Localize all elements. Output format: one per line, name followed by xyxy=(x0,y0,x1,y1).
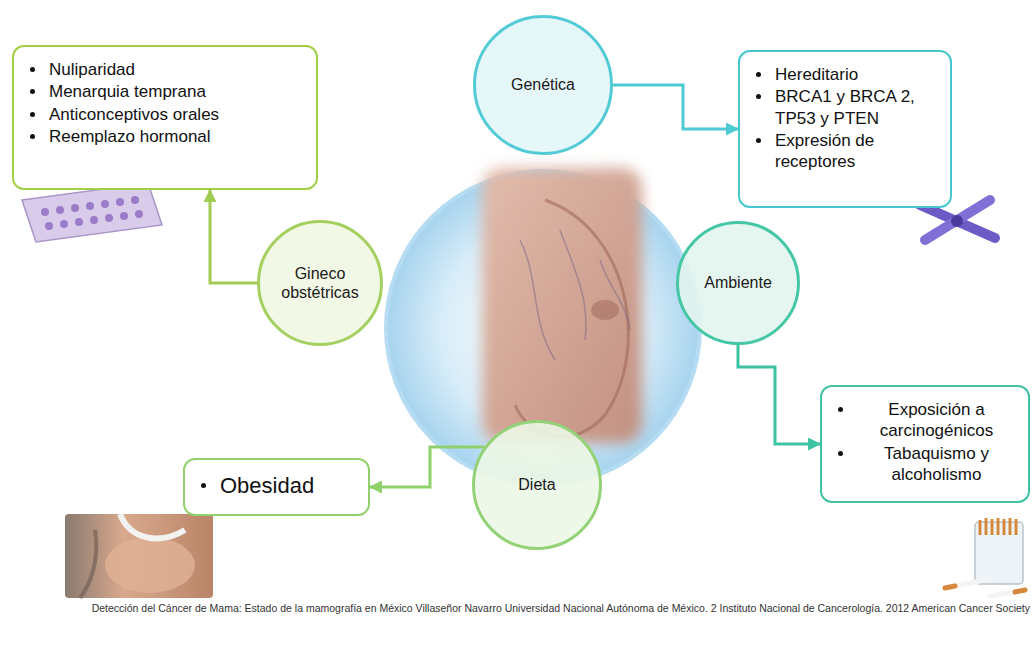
connector-arrow xyxy=(738,345,820,444)
bullet-dot xyxy=(30,67,35,72)
bullet-dot xyxy=(838,451,843,456)
bullet-text: Anticonceptivos orales xyxy=(49,104,219,125)
bullet-row: BRCA1 y BRCA 2, TP53 y PTEN xyxy=(750,86,938,129)
bullet-text: Expresión de receptores xyxy=(775,130,938,173)
bullet-dot xyxy=(30,112,35,117)
circle-label: Gineco obstétricas xyxy=(265,264,375,302)
bullet-row: Reemplazo hormonal xyxy=(24,126,304,147)
circle-label: Genética xyxy=(511,75,575,94)
circle-shape xyxy=(259,222,382,345)
connector-arrow xyxy=(210,190,257,283)
factor-circle: Ambiente xyxy=(676,221,800,345)
bullet-text: Tabaquismo y alcoholismo xyxy=(857,443,1016,486)
pill-blister xyxy=(22,183,162,242)
circle-shape xyxy=(474,422,601,549)
bullet-row: Hereditario xyxy=(750,64,938,85)
bullet-dot xyxy=(838,407,843,412)
connector-arrow xyxy=(613,85,738,129)
factor-box: Obesidad xyxy=(183,458,370,516)
bullet-dot xyxy=(30,89,35,94)
circle-label-group: Gineco obstétricas xyxy=(257,264,383,302)
circle-label: Dieta xyxy=(518,475,555,494)
caption: Detección del Cáncer de Mama: Estado de … xyxy=(20,601,1030,615)
bullet-dot xyxy=(756,72,761,77)
factor-circle: Genética xyxy=(473,15,613,155)
bullet-dot xyxy=(30,134,35,139)
bullet-row: Nuliparidad xyxy=(24,59,304,80)
bullet-text: Hereditario xyxy=(775,64,858,85)
bullet-text: Obesidad xyxy=(220,472,314,500)
circle-label: Ambiente xyxy=(704,273,772,292)
bullet-text: Nuliparidad xyxy=(49,59,135,80)
connector-arrow xyxy=(370,447,484,487)
factor-box: HereditarioBRCA1 y BRCA 2, TP53 y PTENEx… xyxy=(738,50,952,208)
bullet-text: Menarquia temprana xyxy=(49,81,206,102)
bullet-row: Menarquia temprana xyxy=(24,81,304,102)
bullet-text: BRCA1 y BRCA 2, TP53 y PTEN xyxy=(775,86,938,129)
breast-contour xyxy=(515,200,628,437)
obesity-photo xyxy=(65,514,213,598)
bullet-text: Exposición a carcinogénicos xyxy=(857,399,1016,442)
factor-box: NuliparidadMenarquia tempranaAnticoncept… xyxy=(12,45,318,190)
areola xyxy=(591,300,619,320)
factor-circle: Dieta xyxy=(472,420,602,550)
veins xyxy=(520,230,630,360)
circle-outline xyxy=(257,220,383,346)
bullet-row: Tabaquismo y alcoholismo xyxy=(832,443,1016,486)
breast-illustration xyxy=(482,168,642,443)
circle-shape xyxy=(678,223,799,344)
bullet-text: Reemplazo hormonal xyxy=(49,126,211,147)
bullet-dot xyxy=(756,94,761,99)
circle-label-group: Dieta xyxy=(510,475,563,494)
circle-label-group: Genética xyxy=(503,75,583,94)
bullet-row: Expresión de receptores xyxy=(750,130,938,173)
factor-circle: Gineco obstétricas xyxy=(257,220,383,346)
skin-patch xyxy=(482,168,642,443)
cigarettes-icon xyxy=(945,518,1025,596)
circle-shape xyxy=(475,17,612,154)
bullet-dot xyxy=(201,483,206,488)
bullet-row: Exposición a carcinogénicos xyxy=(832,399,1016,442)
circle-label-group: Ambiente xyxy=(696,273,780,292)
bullet-row: Obesidad xyxy=(195,472,356,500)
pill-pack xyxy=(22,183,162,242)
factor-box: Exposición a carcinogénicosTabaquismo y … xyxy=(820,385,1030,503)
bullet-dot xyxy=(756,138,761,143)
bullet-row: Anticonceptivos orales xyxy=(24,104,304,125)
